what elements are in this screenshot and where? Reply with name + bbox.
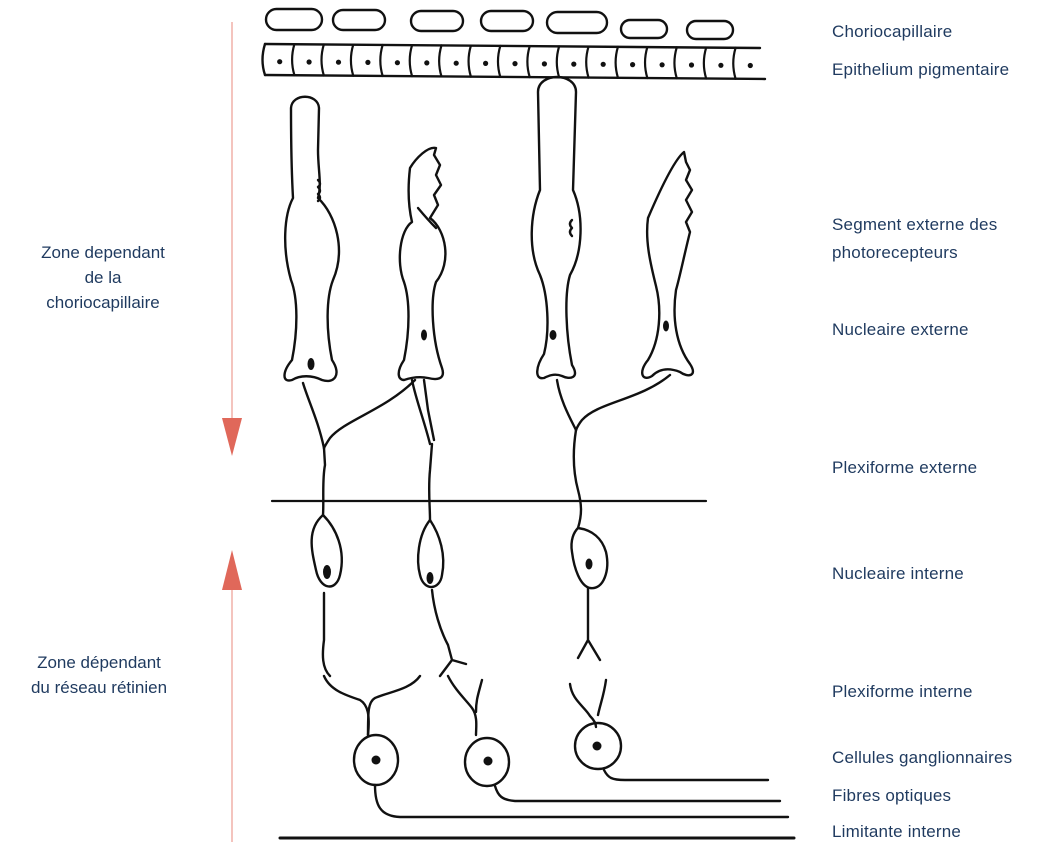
zone-arrows: [222, 22, 242, 842]
rpe-cell-wall: [469, 46, 471, 77]
zone-retinal-line-1: Zone dépendant: [4, 650, 194, 675]
rpe-cell-wall: [322, 44, 324, 75]
photoreceptor-axons: [303, 375, 670, 528]
label-limitante-interne: Limitante interne: [832, 822, 961, 842]
rpe-cell-wall: [557, 46, 559, 77]
rpe-cell-wall: [733, 48, 735, 79]
inner-nuclei: [323, 559, 593, 585]
rpe-cell-wall: [410, 45, 412, 76]
ganglion-nuclei: [372, 742, 602, 766]
label-nucleaire-interne: Nucleaire interne: [832, 564, 964, 584]
rpe-cell-nucleus: [512, 61, 517, 66]
rpe-cell-nucleus: [307, 59, 312, 64]
rpe-cell-wall: [380, 45, 382, 76]
rpe-cell-nucleus: [365, 60, 370, 65]
rpe-cell-nucleus: [660, 62, 665, 67]
optic-fibers: [375, 770, 788, 817]
rpe-cell-wall: [527, 46, 529, 77]
rpe-cell-wall: [704, 48, 706, 79]
rpe-cell-nucleus: [748, 63, 753, 68]
choriocapillaris-vessels: [266, 9, 733, 39]
rpe-cell-nucleus: [454, 61, 459, 66]
zone-choroid-line-2: de la: [8, 265, 198, 290]
pigment-epithelium: [263, 44, 766, 79]
label-photorecepteurs: photorecepteurs: [832, 243, 958, 263]
zone-choroid-line-1: Zone dependant: [8, 240, 198, 265]
rpe-cell-nucleus: [689, 62, 694, 67]
rpe-cell-wall: [675, 47, 677, 78]
rpe-cell-nucleus: [395, 60, 400, 65]
photoreceptor-rod-1: [285, 97, 339, 381]
rpe-cell-nucleus: [542, 61, 547, 66]
rpe-cell-nucleus: [483, 61, 488, 66]
label-plexiforme-externe: Plexiforme externe: [832, 458, 977, 478]
rpe-cell-nucleus: [336, 60, 341, 65]
rpe-cell-wall: [586, 47, 588, 78]
rpe-cell-nucleus: [277, 59, 282, 64]
rpe-cell-wall: [351, 45, 353, 76]
label-cellules-ganglionnaires: Cellules ganglionnaires: [832, 748, 1012, 768]
rpe-cell-nucleus: [630, 62, 635, 67]
rpe-cell-nucleus: [424, 60, 429, 65]
label-plexiforme-interne: Plexiforme interne: [832, 682, 973, 702]
rpe-cell-nucleus: [601, 62, 606, 67]
rpe-cell-nucleus: [718, 63, 723, 68]
bipolar-cells: [312, 515, 608, 676]
rpe-cell-wall: [439, 45, 441, 76]
rpe-cell-wall: [645, 47, 647, 78]
zone-retinal-line-2: du réseau rétinien: [4, 675, 194, 700]
rpe-cell-nucleus: [571, 62, 576, 67]
label-segment-externe: Segment externe des: [832, 215, 997, 235]
zone-choriocapillaire-label: Zone dependant de la choriocapillaire: [8, 240, 198, 315]
rpe-cell-wall: [616, 47, 618, 78]
ganglion-dendrites: [324, 676, 606, 735]
ganglion-cells: [354, 723, 621, 786]
label-choriocapillaire: Choriocapillaire: [832, 22, 952, 42]
zone-choroid-line-3: choriocapillaire: [8, 290, 198, 315]
outer-nuclei: [308, 321, 670, 371]
photoreceptor-cone-1: [399, 148, 446, 380]
rpe-cell-wall: [498, 46, 500, 77]
photoreceptor-cone-2: [642, 152, 693, 378]
rpe-cell-wall: [292, 44, 294, 75]
label-nucleaire-externe: Nucleaire externe: [832, 320, 969, 340]
zone-reseau-retinien-label: Zone dépendant du réseau rétinien: [4, 650, 194, 700]
label-epithelium-pigmentaire: Epithelium pigmentaire: [832, 60, 1009, 80]
label-fibres-optiques: Fibres optiques: [832, 786, 951, 806]
